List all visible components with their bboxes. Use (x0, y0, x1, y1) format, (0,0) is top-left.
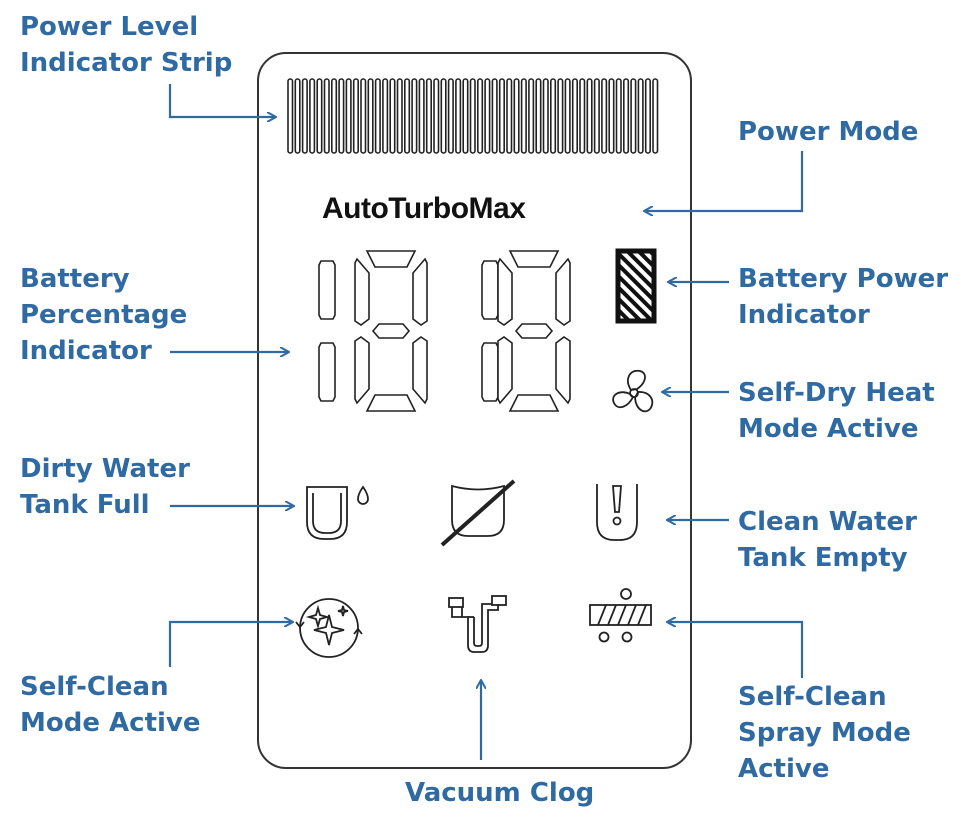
digit-segment (481, 260, 499, 320)
power-level-bar (491, 78, 498, 154)
power-level-bar (345, 78, 352, 154)
power-level-bar (418, 78, 425, 154)
digit-segment (365, 394, 417, 412)
power-level-bar (615, 78, 622, 154)
power-level-bar (389, 78, 396, 154)
power-level-bar (433, 78, 440, 154)
power-level-bar (571, 78, 579, 154)
digit-segment (555, 336, 571, 405)
power-level-bar (360, 78, 367, 154)
callout-power-mode: Power Mode (738, 117, 919, 147)
power-level-bar (513, 78, 520, 154)
display-panel-outline (257, 52, 692, 769)
power-level-bar (374, 78, 381, 154)
power-level-bar (652, 78, 659, 154)
tank-removed-icon (440, 479, 516, 547)
vacuum-clog-icon (448, 595, 507, 653)
digit-segment (365, 250, 417, 268)
power-level-strip (287, 78, 659, 154)
power-level-bar (352, 78, 360, 154)
self-clean-icon (295, 598, 363, 658)
power-level-bar (520, 78, 527, 154)
digit-segment (318, 260, 336, 320)
digit-segment (497, 257, 513, 326)
power-level-bar (440, 78, 447, 154)
power-level-bar (330, 78, 338, 154)
spray-mode-icon (589, 588, 652, 643)
power-level-bar (462, 78, 469, 154)
power-level-bar (338, 78, 345, 154)
fan-icon (612, 369, 654, 413)
callout-spray-mode: Self-Clean Spray Mode Active (738, 682, 911, 784)
digit-segment (354, 336, 370, 405)
power-level-bar (601, 78, 608, 154)
power-level-bar (484, 78, 491, 154)
power-mode-text: AutoTurboMax (322, 192, 526, 225)
digit-segment (497, 336, 513, 405)
power-level-bar (542, 78, 549, 154)
power-level-bar (579, 78, 586, 154)
callout-clean-water: Clean Water Tank Empty (738, 507, 917, 573)
digit-segment (371, 323, 411, 339)
power-level-bar (403, 78, 411, 154)
digit-segment (555, 257, 571, 326)
power-level-bar (476, 78, 484, 154)
power-level-bar (630, 78, 637, 154)
power-level-bar (528, 78, 535, 154)
power-level-bar (564, 78, 571, 154)
power-level-bar (586, 78, 593, 154)
power-level-bar (425, 78, 433, 154)
power-level-bar (323, 78, 330, 154)
callout-self-dry: Self-Dry Heat Mode Active (738, 378, 935, 444)
power-level-bar (367, 78, 374, 154)
power-level-bar (287, 78, 294, 154)
power-level-bar (396, 78, 403, 154)
power-level-bar (294, 78, 301, 154)
callout-dirty-water: Dirty Water Tank Full (20, 454, 190, 520)
power-level-bar (549, 78, 557, 154)
callout-vacuum-clog: Vacuum Clog (405, 778, 595, 808)
callout-battery-power: Battery Power Indicator (738, 264, 949, 330)
power-level-bar (469, 78, 476, 154)
dirty-water-tank-icon (306, 485, 369, 540)
digit-segment (481, 342, 499, 402)
digit-segment (412, 336, 428, 405)
clean-water-tank-icon (596, 484, 638, 541)
power-level-bar (637, 78, 644, 154)
power-level-bar (498, 78, 506, 154)
power-level-bar (593, 78, 600, 154)
power-level-bar (644, 78, 652, 154)
power-level-bar (411, 78, 418, 154)
power-level-bar (382, 78, 389, 154)
digit-segment (412, 257, 428, 326)
power-level-bar (301, 78, 308, 154)
power-level-bar (455, 78, 462, 154)
power-level-bar (622, 78, 630, 154)
power-level-bar (309, 78, 316, 154)
power-level-bar (608, 78, 615, 154)
battery-power-icon (615, 248, 657, 324)
digit-segment (514, 323, 554, 339)
callout-power-level: Power Level Indicator Strip (20, 12, 233, 78)
digit-segment (354, 257, 370, 326)
battery-percentage-digits (318, 250, 571, 412)
power-level-bar (557, 78, 564, 154)
digit-segment (508, 250, 560, 268)
digit-segment (508, 394, 560, 412)
callout-battery-percentage: Battery Percentage Indicator (20, 264, 188, 366)
power-level-bar (316, 78, 323, 154)
power-level-bar (506, 78, 513, 154)
digit-segment (318, 342, 336, 402)
callout-self-clean: Self-Clean Mode Active (20, 672, 201, 738)
power-level-bar (535, 78, 542, 154)
callout-leaders (168, 84, 804, 760)
power-level-bar (447, 78, 454, 154)
